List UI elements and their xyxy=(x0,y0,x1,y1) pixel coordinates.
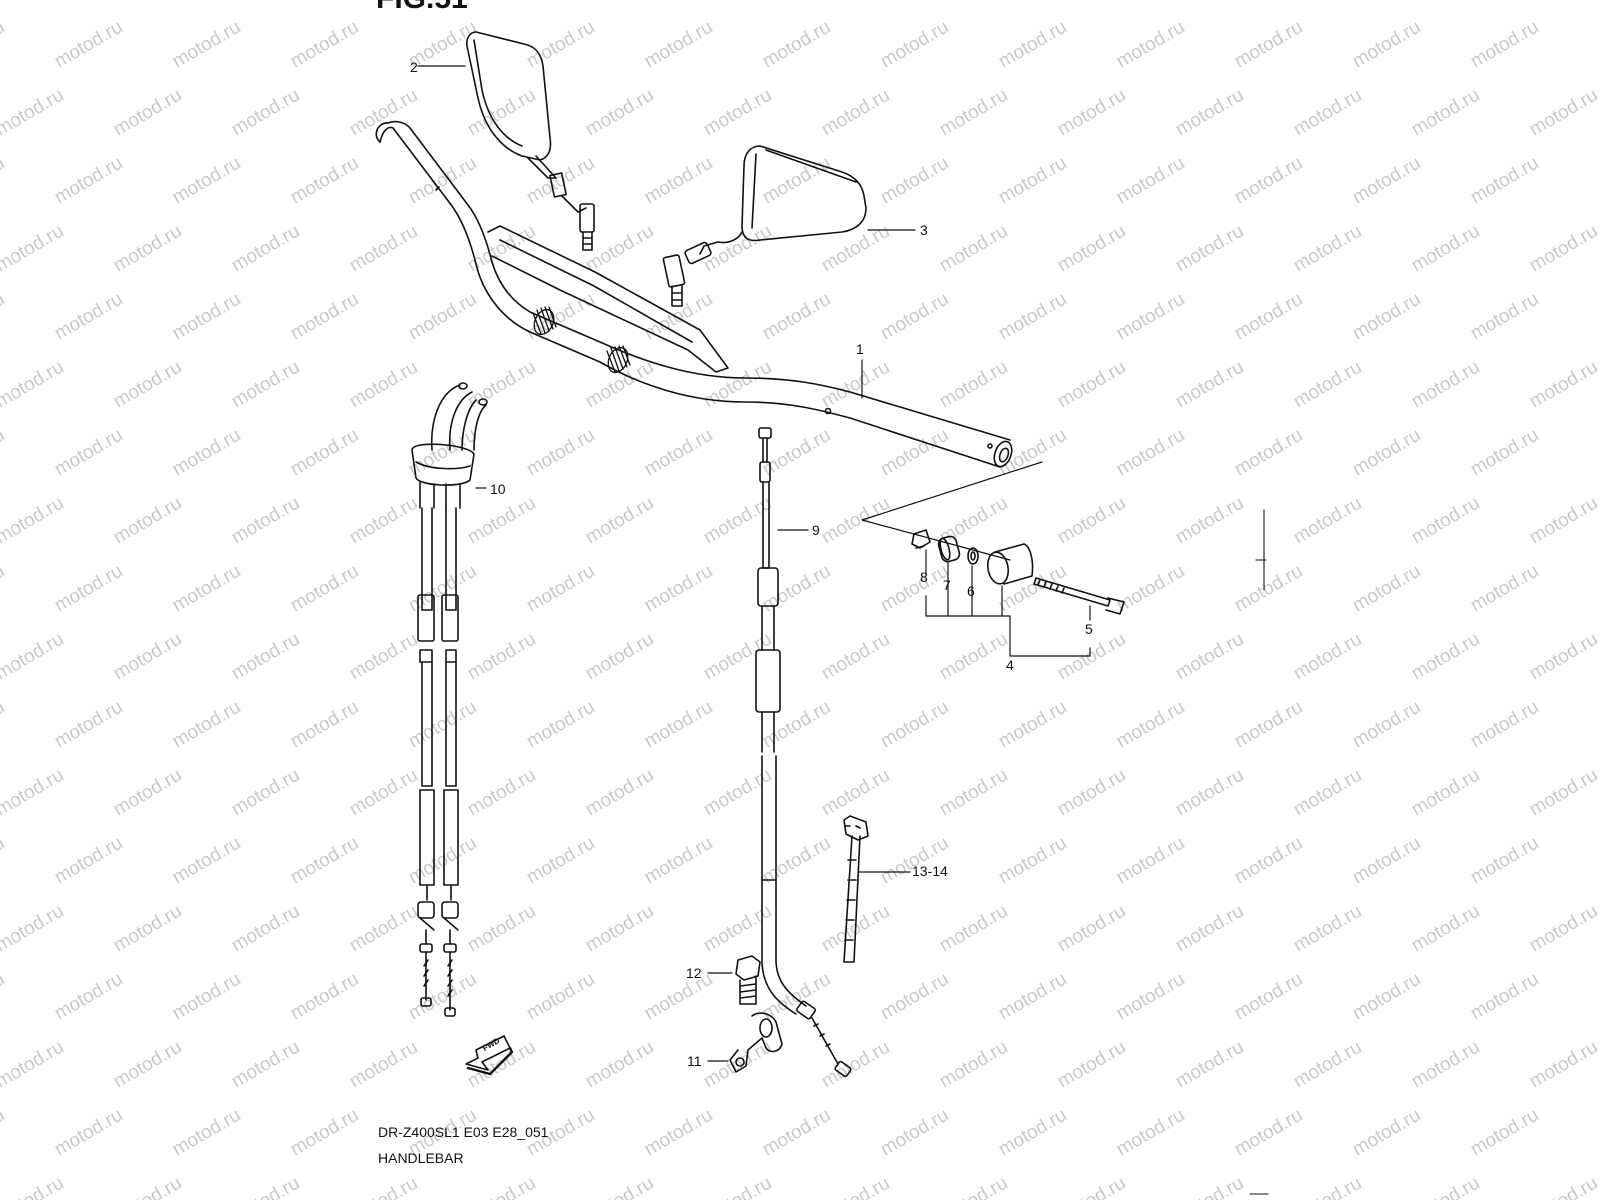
callout-11: 11 xyxy=(687,1053,702,1069)
handlebar-part xyxy=(375,120,1013,468)
mirror-left-part xyxy=(466,31,595,251)
callout-10: 10 xyxy=(490,481,506,497)
callout-13-14: 13-14 xyxy=(912,863,948,879)
callout-12: 12 xyxy=(686,965,702,981)
clamp-part xyxy=(729,1012,783,1073)
model-code-caption: DR-Z400SL1 E03 E28_051 xyxy=(378,1124,549,1140)
forward-direction-arrow-icon xyxy=(465,1035,514,1076)
section-name-caption: HANDLEBAR xyxy=(378,1150,464,1166)
callout-2: 2 xyxy=(410,59,418,75)
callout-4: 4 xyxy=(1006,657,1014,673)
callout-3: 3 xyxy=(920,222,928,238)
callout-8: 8 xyxy=(920,569,928,585)
callout-1: 1 xyxy=(856,341,864,357)
callout-5: 5 xyxy=(1085,621,1093,637)
callout-7: 7 xyxy=(943,577,951,593)
bar-end-assembly xyxy=(861,461,1125,657)
mirror-right-part xyxy=(662,145,867,307)
clutch-cable-part xyxy=(755,427,852,1078)
throttle-cable-part xyxy=(411,382,488,1017)
callout-6: 6 xyxy=(967,583,975,599)
cable-tie-part xyxy=(843,815,869,963)
figure-title: FIG.51 xyxy=(376,0,468,16)
bolt-part xyxy=(735,955,761,1005)
callout-9: 9 xyxy=(812,522,820,538)
